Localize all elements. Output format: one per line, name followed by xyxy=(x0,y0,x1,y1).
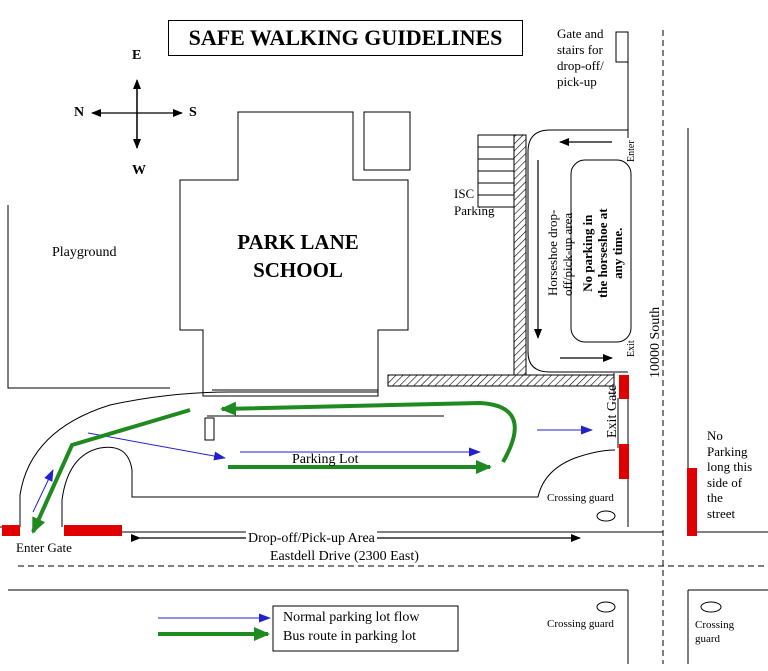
legend-normal-flow-label: Normal parking lot flow xyxy=(283,610,420,625)
small-building xyxy=(363,111,411,171)
no-parking-horseshoe-line: any time. xyxy=(610,227,625,279)
no-parking-street-line: No xyxy=(707,428,723,443)
normal-flow-arrow xyxy=(87,432,226,461)
horseshoe-area-line: off/pick-up area xyxy=(560,212,575,296)
no-parking-zone xyxy=(64,525,122,536)
normal-parking-flow xyxy=(32,425,593,513)
gate-stairs-line: pick-up xyxy=(557,74,597,89)
eastdell-drive-label: Eastdell Drive (2300 East) xyxy=(270,549,419,564)
horseshoe-arrows xyxy=(534,138,613,362)
normal-flow-arrow xyxy=(32,469,54,513)
hatched-wall-vertical xyxy=(513,134,527,376)
exit-label-horseshoe: Exit xyxy=(626,340,637,357)
crossing-guard-marker xyxy=(700,601,722,613)
gate-stairs-line: Gate and xyxy=(557,26,604,41)
parking-lot-label: Parking Lot xyxy=(292,452,359,467)
school-building xyxy=(179,111,409,397)
horseshoe-area-label: Horseshoe drop- off/pick-up area xyxy=(545,210,575,296)
enter-label-horseshoe: Enter xyxy=(626,140,637,162)
no-parking-zone xyxy=(619,444,629,479)
no-parking-street-line: street xyxy=(707,505,736,521)
school-name-line2: SCHOOL xyxy=(253,258,343,282)
parking-lot-outline xyxy=(19,373,629,527)
legend-box xyxy=(272,605,459,652)
crossing-guard-right-line: Crossing xyxy=(695,619,735,631)
school-name: PARK LANE SCHOOL xyxy=(198,228,398,284)
gate-stairs-box xyxy=(615,31,629,63)
isc-parking-label-1: ISC xyxy=(454,186,475,201)
horseshoe-area-line: Horseshoe drop- xyxy=(545,209,560,296)
isc-parking-label-2: Parking xyxy=(454,203,495,218)
legend xyxy=(158,605,459,652)
no-parking-zone xyxy=(619,375,629,399)
no-parking-horseshoe-line: No parking in xyxy=(580,214,595,292)
exit-gate-label: Exit Gate xyxy=(605,384,620,438)
isc-parking-stalls xyxy=(477,134,515,208)
no-parking-zone xyxy=(2,525,20,536)
crossing-guard-right-line: guard xyxy=(695,633,721,645)
crossing-guard-marker xyxy=(596,510,616,522)
playground-boundary xyxy=(7,205,170,389)
gate-stairs-line: drop-off/ xyxy=(557,58,604,73)
no-parking-zones xyxy=(2,375,697,536)
legend-bus-route-label: Bus route in parking lot xyxy=(283,629,416,644)
bus-route-arrow xyxy=(220,400,517,463)
no-parking-street-line: side of xyxy=(707,474,743,490)
compass-label-west: W xyxy=(132,163,146,178)
crossing-guard-markers xyxy=(596,510,722,613)
compass-label-north: N xyxy=(74,105,85,120)
crossing-guard-label: Crossing guard xyxy=(547,492,614,504)
enter-gate-label: Enter Gate xyxy=(16,540,72,555)
playground-label: Playground xyxy=(52,245,117,260)
crossing-guard-label: Crossing guard xyxy=(547,618,614,630)
street-label-10000-south: 10000 South xyxy=(648,306,663,378)
horseshoe-loop xyxy=(527,129,632,373)
crossing-guard-label-right: Crossing guard xyxy=(695,618,734,646)
compass-label-east: E xyxy=(132,48,142,63)
compass-label-south: S xyxy=(189,105,197,120)
no-parking-street-label: No Parking long this side of the street xyxy=(707,428,752,521)
bus-route-arrow xyxy=(31,408,191,534)
no-parking-horseshoe-line: the horseshoe at xyxy=(595,208,610,298)
gate-stairs-line: stairs for xyxy=(557,42,603,57)
no-parking-street-line: the xyxy=(707,490,723,505)
crossing-guard-marker xyxy=(596,601,616,613)
no-parking-street-line: long this xyxy=(707,459,753,474)
no-parking-street-line: Parking xyxy=(707,443,748,459)
compass xyxy=(91,79,183,149)
no-parking-zone xyxy=(687,468,697,536)
dropoff-area-label: Drop-off/Pick-up Area xyxy=(246,531,377,548)
gate-stairs-label: Gate and stairs for drop-off/ pick-up xyxy=(557,26,604,90)
no-parking-horseshoe-label: No parking in the horseshoe at any time. xyxy=(580,208,625,298)
school-name-line1: PARK LANE xyxy=(237,230,359,254)
bus-route xyxy=(31,400,517,534)
map-title: SAFE WALKING GUIDELINES xyxy=(168,20,523,56)
hatched-wall-horizontal xyxy=(387,374,615,387)
